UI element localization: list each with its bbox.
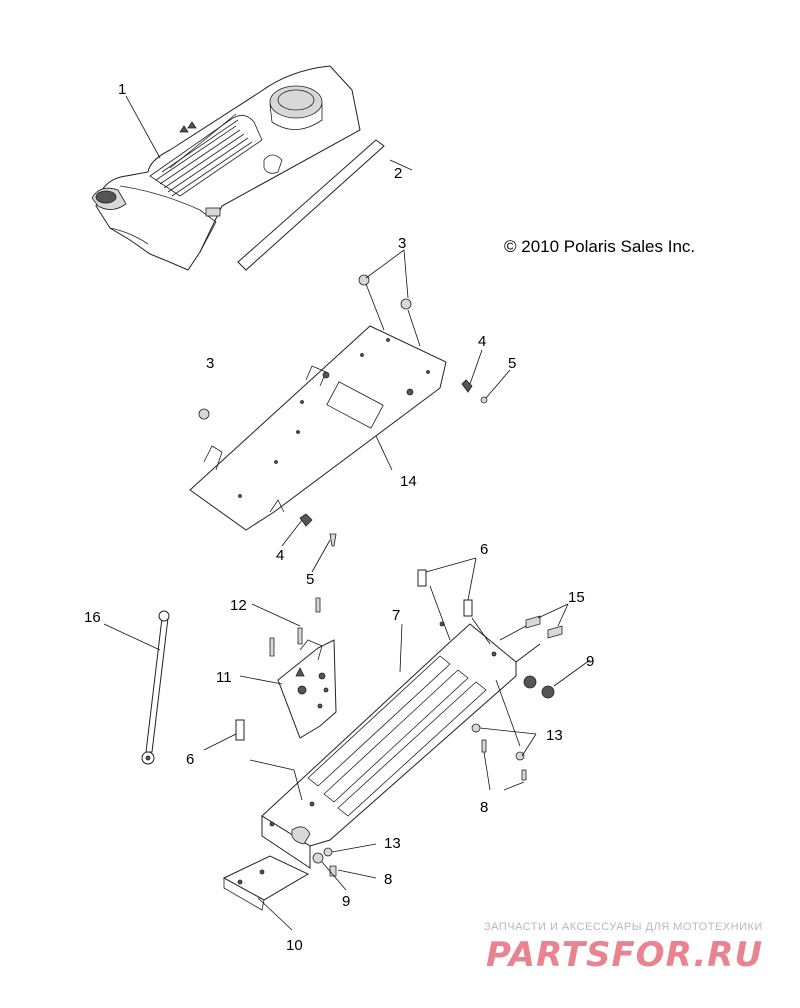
callout-labels: 1 2 3 3 4 5 14 4 5 6 12 16 7 15 11 9 6 1…	[84, 81, 594, 954]
callout-5-top: 5	[508, 355, 516, 372]
callout-4-top: 4	[478, 333, 486, 350]
part-14-upper-plate	[189, 325, 447, 531]
callout-2: 2	[394, 165, 402, 182]
callout-13-bottom: 13	[384, 835, 401, 852]
watermark-logo: PARTSFOR.RU	[486, 935, 763, 975]
part-1-hood-cover	[91, 65, 361, 271]
leader-lines	[103, 95, 591, 931]
callout-9-bottom: 9	[342, 893, 350, 910]
callout-16: 16	[84, 609, 101, 626]
callout-5-bottom: 5	[306, 571, 314, 588]
callout-7: 7	[392, 607, 400, 624]
callout-9-right: 9	[586, 653, 594, 670]
callout-10: 10	[286, 937, 303, 954]
cup-holder	[269, 85, 323, 130]
callout-13-right: 13	[546, 727, 563, 744]
part-11-bracket	[277, 639, 337, 739]
part-10-small-plate	[222, 855, 310, 911]
fasteners	[198, 274, 563, 877]
watermark: ЗАПЧАСТИ И АКСЕССУАРЫ ДЛЯ МОТОТЕХНИКИ PA…	[484, 921, 763, 975]
callout-14: 14	[400, 473, 417, 490]
copyright-notice: © 2010 Polaris Sales Inc.	[504, 237, 695, 256]
callout-15: 15	[568, 589, 585, 606]
vent-grille	[149, 113, 263, 197]
callout-8-right: 8	[480, 799, 488, 816]
left-spout	[91, 187, 127, 210]
callout-6-top: 6	[480, 541, 488, 558]
callout-1: 1	[118, 81, 126, 98]
tray-slots	[307, 655, 487, 817]
watermark-tagline: ЗАПЧАСТИ И АКСЕССУАРЫ ДЛЯ МОТОТЕХНИКИ	[484, 921, 763, 933]
callout-6-left: 6	[186, 751, 194, 768]
part-7-floor-tray	[261, 621, 517, 869]
part-2-seal-strip	[237, 139, 385, 271]
callout-12: 12	[230, 597, 247, 614]
callout-8-bottom: 8	[384, 871, 392, 888]
callout-4-bottom: 4	[276, 547, 284, 564]
callout-11: 11	[216, 669, 232, 686]
callout-3-top: 3	[398, 235, 406, 252]
callout-3-left: 3	[206, 355, 214, 372]
part-16-support-rod	[141, 610, 170, 765]
